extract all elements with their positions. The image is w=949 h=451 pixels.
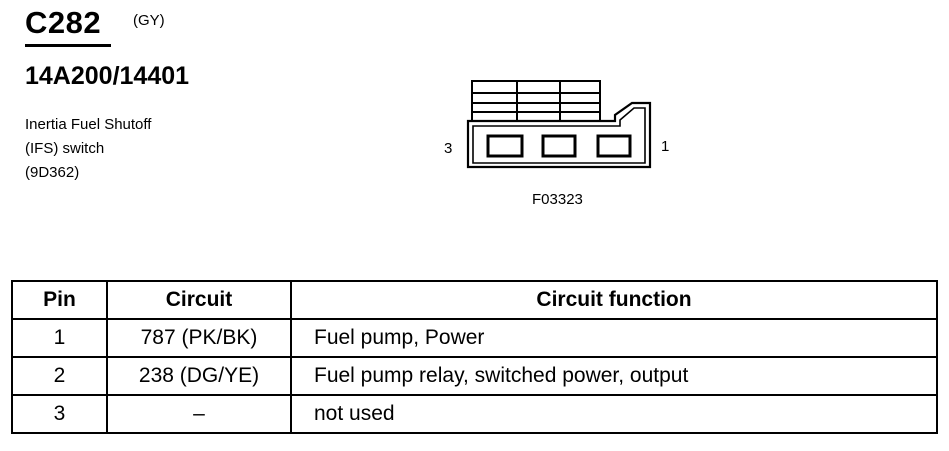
header-circuit-function: Circuit function (290, 280, 938, 320)
pinout-table: Pin Circuit Circuit function 1 787 (PK/B… (11, 280, 938, 434)
component-description: Inertia Fuel Shutoff (IFS) switch (9D362… (25, 113, 151, 185)
part-number: 14A200/14401 (25, 62, 190, 90)
connector-color: (GY) (133, 12, 165, 29)
description-line: (IFS) switch (25, 140, 105, 157)
cell-circuit: 787 (PK/BK) (106, 318, 292, 358)
cell-function: Fuel pump, Power (290, 318, 938, 358)
connector-id: C282 (25, 5, 102, 40)
connector-housing (466, 101, 652, 169)
cell-function: Fuel pump relay, switched power, output (290, 356, 938, 396)
pin-cavity-3 (486, 134, 524, 158)
header-pin: Pin (11, 280, 108, 320)
connector-latch-grid (471, 80, 601, 122)
pin-label-right: 1 (661, 138, 669, 155)
connector-face-drawing: 3 1 (444, 80, 669, 169)
figure-code: F03323 (532, 191, 583, 208)
table-row: 2 238 (DG/YE) Fuel pump relay, switched … (11, 356, 938, 396)
cell-pin: 1 (11, 318, 108, 358)
cell-circuit: – (106, 394, 292, 434)
cell-pin: 2 (11, 356, 108, 396)
pin-cavity-2 (541, 134, 577, 158)
table-row: 1 787 (PK/BK) Fuel pump, Power (11, 318, 938, 358)
connector-id-underline (25, 44, 111, 47)
header-circuit: Circuit (106, 280, 292, 320)
table-row: 3 – not used (11, 394, 938, 434)
pin-cavity-1 (596, 134, 632, 158)
description-line: Inertia Fuel Shutoff (25, 116, 152, 133)
description-line: (9D362) (25, 164, 80, 181)
pin-label-left: 3 (444, 140, 452, 157)
cell-pin: 3 (11, 394, 108, 434)
table-header-row: Pin Circuit Circuit function (11, 280, 938, 320)
cell-function: not used (290, 394, 938, 434)
cell-circuit: 238 (DG/YE) (106, 356, 292, 396)
connector-housing-inner (472, 107, 646, 164)
